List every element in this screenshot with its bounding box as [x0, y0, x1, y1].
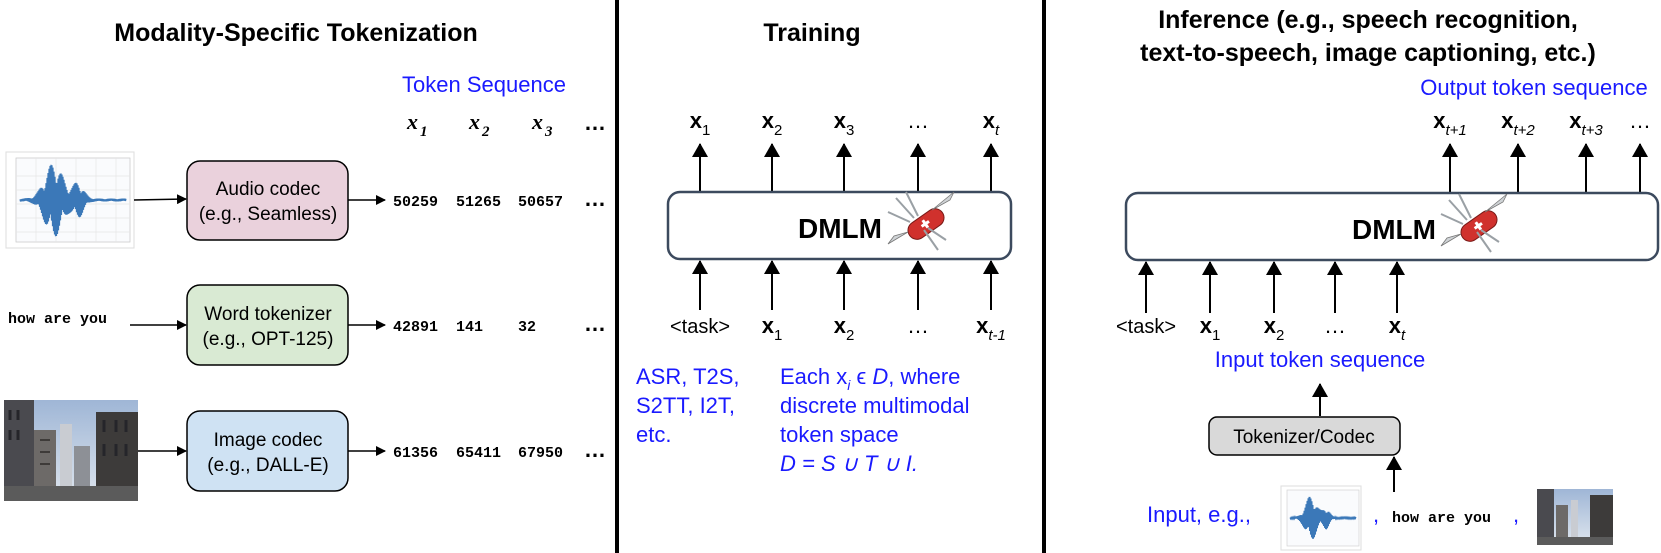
training-output-token: x2 — [762, 108, 783, 139]
token-header-x3: x 3 — [531, 109, 553, 140]
svg-text:x: x — [468, 109, 480, 134]
training-input-token: <task> — [670, 316, 730, 338]
audio-token-3: 50657 — [518, 194, 563, 211]
inference-input-tokens: <task> x1 x2 … xt — [1116, 313, 1406, 344]
training-output-token: xt — [983, 108, 1000, 139]
training-tasks-line-2: S2TT, I2T, — [636, 393, 735, 418]
training-desc-line-2: discrete multimodal — [780, 393, 970, 418]
training-input-token: xt-1 — [976, 313, 1006, 344]
inference-input-token: xt — [1389, 313, 1406, 344]
image-token-2: 65411 — [456, 445, 501, 462]
input-comma-2: , — [1513, 502, 1519, 527]
street-photo-thumbnail — [4, 400, 138, 501]
arrow-audio-to-codec — [133, 194, 187, 205]
image-token-1: 61356 — [393, 445, 438, 462]
inference-output-token: xt+3 — [1569, 108, 1603, 139]
text-token-ellipsis: … — [584, 311, 606, 336]
training-desc-line-1: Each xi ϵ D, where — [780, 364, 960, 393]
audio-codec-box — [186, 160, 349, 241]
inference-output-token: … — [1629, 108, 1651, 133]
svg-text:2: 2 — [481, 124, 490, 140]
training-description: Each xi ϵ D, where discrete multimodal t… — [780, 364, 970, 476]
inference-input-token: <task> — [1116, 316, 1176, 338]
inference-dmlm-box — [1124, 191, 1660, 262]
input-example-label: Input, e.g., — [1147, 502, 1251, 527]
word-tokenizer-box — [186, 284, 349, 366]
inference-output-token: xt+2 — [1501, 108, 1535, 139]
audio-token-ellipsis: … — [584, 186, 606, 211]
text-token-1: 42891 — [393, 319, 438, 336]
street-photo-thumbnail-small — [1537, 489, 1613, 545]
image-codec-example: (e.g., DALL-E) — [207, 455, 328, 476]
training-dmlm-label: DMLM — [798, 213, 882, 244]
tokenizer-codec-box — [1208, 416, 1401, 456]
text-input-sample: how are you — [8, 311, 107, 328]
audio-codec-example: (e.g., Seamless) — [199, 204, 337, 225]
training-input-token: x1 — [762, 313, 783, 344]
audio-codec-label: Audio codec — [216, 179, 321, 200]
input-token-sequence-label: Input token sequence — [1215, 347, 1425, 372]
inference-output-token: xt+1 — [1433, 108, 1467, 139]
svg-text:1: 1 — [420, 124, 428, 140]
svg-text:x: x — [406, 109, 418, 134]
audio-token-1: 50259 — [393, 194, 438, 211]
svg-text:x: x — [531, 109, 543, 134]
audio-token-2: 51265 — [456, 194, 501, 211]
waveform-thumbnail-small — [1280, 485, 1362, 551]
training-output-tokens: x1 x2 x3 … xt — [690, 108, 1000, 139]
inference-input-token: x1 — [1200, 313, 1221, 344]
word-tokenizer-example: (e.g., OPT-125) — [203, 329, 334, 350]
tokenizer-codec-label: Tokenizer/Codec — [1233, 427, 1375, 448]
text-token-2: 141 — [456, 319, 483, 336]
waveform-thumbnail — [5, 151, 135, 249]
inference-title-line-1: Inference (e.g., speech recognition, — [1158, 6, 1578, 34]
tokenization-title: Modality-Specific Tokenization — [114, 19, 477, 47]
training-desc-line-4: D = S ∪ T ∪ I. — [780, 451, 918, 476]
image-codec-label: Image codec — [214, 430, 323, 451]
inference-input-token: x2 — [1264, 313, 1285, 344]
training-output-token: x1 — [690, 108, 711, 139]
training-title: Training — [763, 19, 860, 47]
word-tokenizer-label: Word tokenizer — [204, 304, 332, 325]
output-token-sequence-label: Output token sequence — [1420, 75, 1648, 100]
training-desc-line-3: token space — [780, 422, 899, 447]
token-sequence-label: Token Sequence — [402, 72, 566, 97]
image-token-3: 67950 — [518, 445, 563, 462]
training-output-token: x3 — [834, 108, 855, 139]
training-input-token: x2 — [834, 313, 855, 344]
training-tasks-line-1: ASR, T2S, — [636, 364, 740, 389]
training-input-token: … — [907, 313, 929, 338]
token-header-x1: x 1 — [406, 109, 428, 140]
inference-input-token: … — [1324, 313, 1346, 338]
token-header-x2: x 2 — [468, 109, 490, 140]
training-dmlm-box — [666, 190, 1013, 261]
training-tasks: ASR, T2S, S2TT, I2T, etc. — [636, 364, 740, 447]
svg-text:3: 3 — [544, 124, 553, 140]
inference-output-tokens: xt+1 xt+2 xt+3 … — [1433, 108, 1651, 139]
token-header-ellipsis: … — [584, 110, 606, 135]
text-token-3: 32 — [518, 319, 536, 336]
inference-panel: Inference (e.g., speech recognition, tex… — [1116, 6, 1660, 551]
inference-title-line-2: text-to-speech, image captioning, etc.) — [1140, 39, 1596, 67]
input-text-sample: how are you — [1392, 510, 1491, 527]
tokenization-panel: Modality-Specific Tokenization Token Seq… — [4, 19, 606, 501]
input-comma-1: , — [1373, 502, 1379, 527]
training-tasks-line-3: etc. — [636, 422, 671, 447]
training-input-tokens: <task> x1 x2 … xt-1 — [670, 313, 1006, 344]
image-token-ellipsis: … — [584, 437, 606, 462]
inference-dmlm-label: DMLM — [1352, 214, 1436, 245]
image-codec-box — [186, 410, 349, 492]
training-output-token: … — [907, 108, 929, 133]
